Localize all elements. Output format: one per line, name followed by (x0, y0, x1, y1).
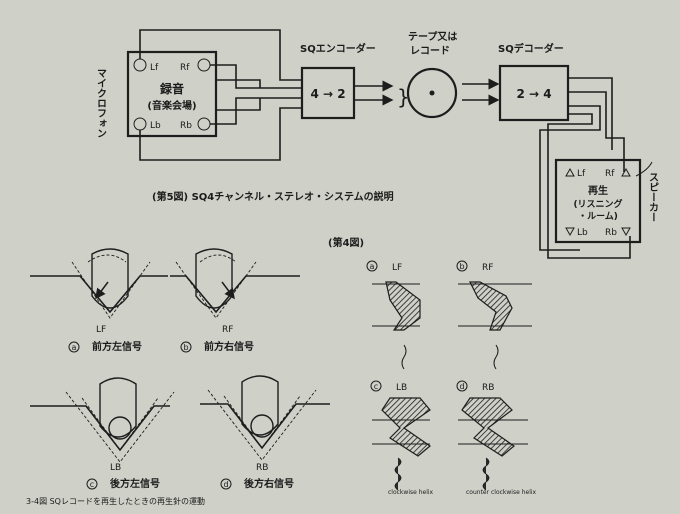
stylus-d (241, 375, 279, 436)
label-d-text: 後方右信号 (244, 477, 294, 490)
mic-rb-label: Rb (180, 121, 192, 131)
dec-wire-3 (539, 105, 601, 251)
helix-d (482, 457, 490, 491)
groove-profile-d (461, 397, 515, 457)
mic-lf-label: Lf (150, 63, 159, 73)
groove-d-letter: d (459, 382, 464, 391)
fig5-caption: (第5図) SQ4チャンネル・ステレオ・システムの説明 (152, 190, 394, 203)
playback-label: 再生 (588, 184, 608, 197)
label-d-symbol: RB (256, 463, 268, 473)
recording-room-box (126, 50, 218, 138)
mic-lb-symbol (133, 117, 147, 131)
label-b-letter: b (183, 343, 188, 352)
encoder-box (300, 66, 356, 120)
label-b-text: 前方右信号 (204, 340, 254, 353)
groove-a-letter: a (370, 262, 375, 271)
stylus-front-right: RF b 前方右信号 (170, 248, 300, 353)
listening-room-label-2: ・ルーム) (578, 211, 618, 222)
speaker-rb-label: Rb (605, 228, 617, 238)
groove-c-letter: c (374, 382, 378, 391)
wire-lf (139, 29, 302, 81)
listening-room-label-1: (リスニング (573, 198, 622, 210)
groove-d (200, 403, 330, 450)
groove-profile-c (381, 397, 431, 457)
fig4-title: (第4図) (328, 236, 364, 249)
recording-venue-label: (音楽会場) (147, 99, 196, 112)
stylus-back-right: RB d 後方右信号 (200, 375, 330, 490)
stylus-a (91, 248, 129, 309)
label-a-symbol: LF (96, 325, 106, 335)
wire-aux-1 (216, 79, 261, 88)
recording-label: 録音 (160, 81, 184, 96)
dec-wire-1 (568, 77, 613, 150)
record-disc-icon (406, 67, 458, 119)
speaker-rb-icon (621, 227, 631, 237)
listening-room-box (554, 158, 642, 244)
decoder-box (498, 64, 570, 122)
groove-profile-b (469, 281, 513, 331)
sq-system-diagram: Lf Rf Lb Rb 録音 (音楽会場) マイクロフォン SQエンコーダー 4… (95, 29, 659, 259)
label-a-text: 前方左信号 (92, 340, 142, 353)
label-c-symbol: LB (110, 463, 121, 473)
speaker-lb-label: Lb (577, 228, 588, 238)
fig-3-4-caption: 3-4図 SQレコードを再生したときの再生針の運動 (26, 496, 205, 506)
groove-a-symbol: LF (392, 263, 402, 273)
wire-lb (139, 107, 302, 161)
speaker-lf-icon (565, 167, 575, 177)
stylus-front-left: LF a 前方左信号 (30, 248, 168, 353)
mic-lb-label: Lb (150, 121, 161, 131)
groove-b (170, 275, 300, 314)
mic-rf-label: Rf (180, 63, 190, 73)
groove-profile-a (385, 281, 421, 331)
motion-arrow-b (221, 281, 235, 300)
label-a-letter: a (72, 343, 77, 352)
stylus-diagrams: LF a 前方左信号 RF b 前方右信号 LB c 後方左信 (30, 248, 330, 490)
counter-clockwise-helix-label: counter clockwise helix (466, 489, 537, 496)
dec-wire-2 (568, 91, 625, 172)
speaker-pointer (635, 161, 653, 177)
stylus-c (99, 377, 137, 438)
stylus-back-left: LB c 後方左信号 (30, 377, 175, 490)
motion-arrow-a (95, 281, 109, 300)
encoder-title: SQエンコーダー (300, 42, 376, 55)
decoder-label: 2 → 4 (516, 87, 551, 101)
groove-diagrams: a LF b RF c LB clockwise helix d RB coun… (366, 260, 537, 496)
label-d-letter: d (223, 480, 228, 489)
decoder-title: SQデコーダー (498, 42, 564, 55)
groove-d-symbol: RB (482, 383, 494, 393)
media-label-2: レコード (410, 45, 450, 57)
label-b-symbol: RF (222, 325, 233, 335)
brace-symbol: } (397, 85, 410, 109)
speaker-lf-label: Lf (577, 169, 586, 179)
speaker-rf-icon (621, 167, 631, 177)
groove-a (30, 275, 168, 314)
speaker-rf-label: Rf (605, 169, 615, 179)
label-c-text: 後方左信号 (110, 477, 160, 490)
wire-rf (210, 64, 302, 89)
helix-c (394, 457, 402, 491)
microphone-label: マイクロフォン (95, 68, 107, 138)
groove-c-symbol: LB (396, 383, 407, 393)
encoder-label: 4 → 2 (310, 87, 345, 101)
speaker-lb-icon (565, 227, 575, 237)
dec-wire-4 (547, 113, 631, 259)
wire-aux-2 (216, 98, 261, 111)
groove-b-symbol: RF (482, 263, 493, 273)
wire-rb (210, 97, 302, 125)
mic-lf-symbol (133, 58, 147, 72)
label-c-letter: c (90, 480, 94, 489)
mic-rf-symbol (197, 58, 211, 72)
groove-c (30, 405, 170, 452)
speaker-label: スピーカー (647, 172, 659, 222)
mic-rb-symbol (197, 117, 211, 131)
media-label-1: テープ又は (408, 30, 457, 43)
record-center-icon (429, 90, 435, 96)
clockwise-helix-label: clockwise helix (388, 489, 434, 496)
groove-b-letter: b (459, 262, 464, 271)
